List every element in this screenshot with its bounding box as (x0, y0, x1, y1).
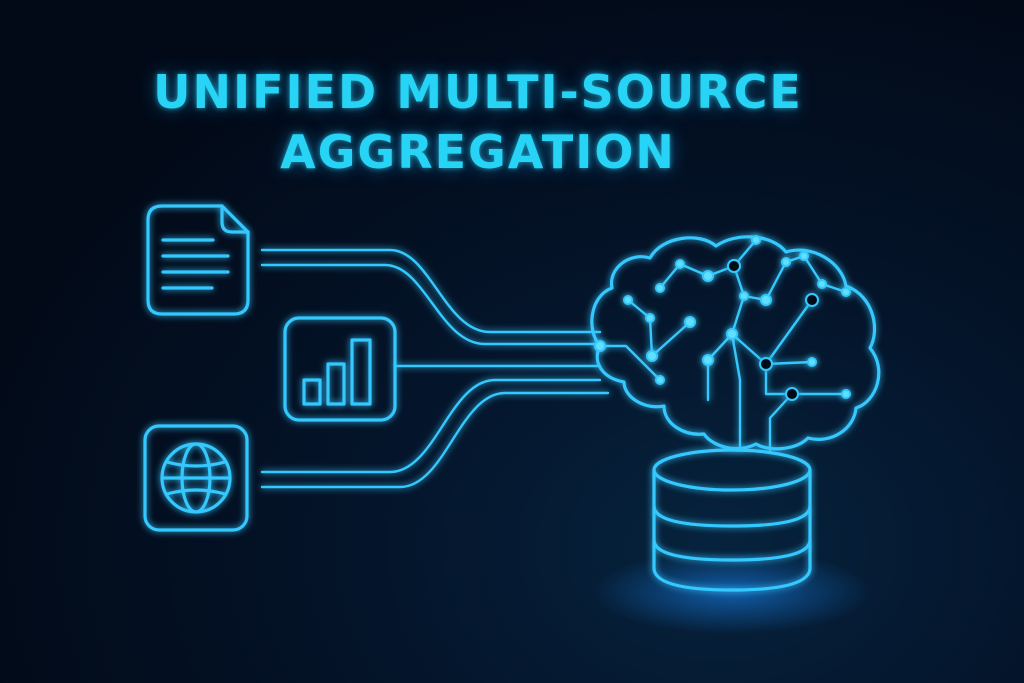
bar-chart-icon (283, 316, 397, 422)
database-icon (652, 448, 812, 592)
circuit-nodes (594, 235, 851, 401)
globe-icon (143, 424, 249, 532)
document-icon (146, 204, 250, 316)
connector-lines (260, 248, 610, 489)
title-line-1: UNIFIED MULTI-SOURCE (153, 65, 803, 119)
database-glow (592, 550, 872, 634)
title-line-2: AGGREGATION (280, 125, 676, 179)
brain-to-database-lines (738, 430, 772, 452)
diagram-title: UNIFIED MULTI-SOURCE AGGREGATION (0, 62, 956, 182)
